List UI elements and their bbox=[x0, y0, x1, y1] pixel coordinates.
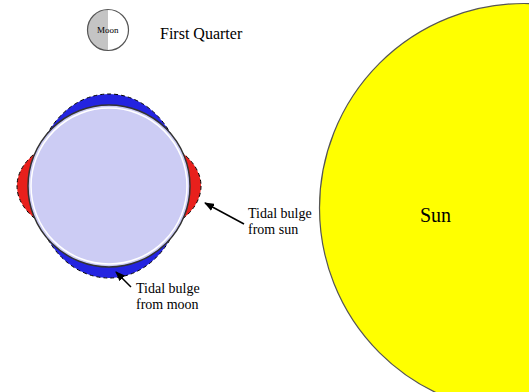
sun-circle: Sun bbox=[318, 2, 529, 392]
leader-arrow bbox=[205, 203, 244, 224]
sun-circle-shape bbox=[318, 2, 529, 392]
callout-label: Tidal bulge from sun bbox=[248, 206, 340, 238]
earth-rim bbox=[31, 108, 187, 264]
moon-label: Moon bbox=[97, 26, 119, 35]
leader-arrow bbox=[116, 272, 131, 287]
callout-label: Tidal bulge from moon bbox=[136, 281, 228, 313]
phase-label: First Quarter bbox=[160, 25, 300, 43]
moon-circle: Moon bbox=[86, 8, 130, 52]
earth bbox=[28, 105, 190, 267]
sun-label: Sun bbox=[420, 205, 451, 225]
